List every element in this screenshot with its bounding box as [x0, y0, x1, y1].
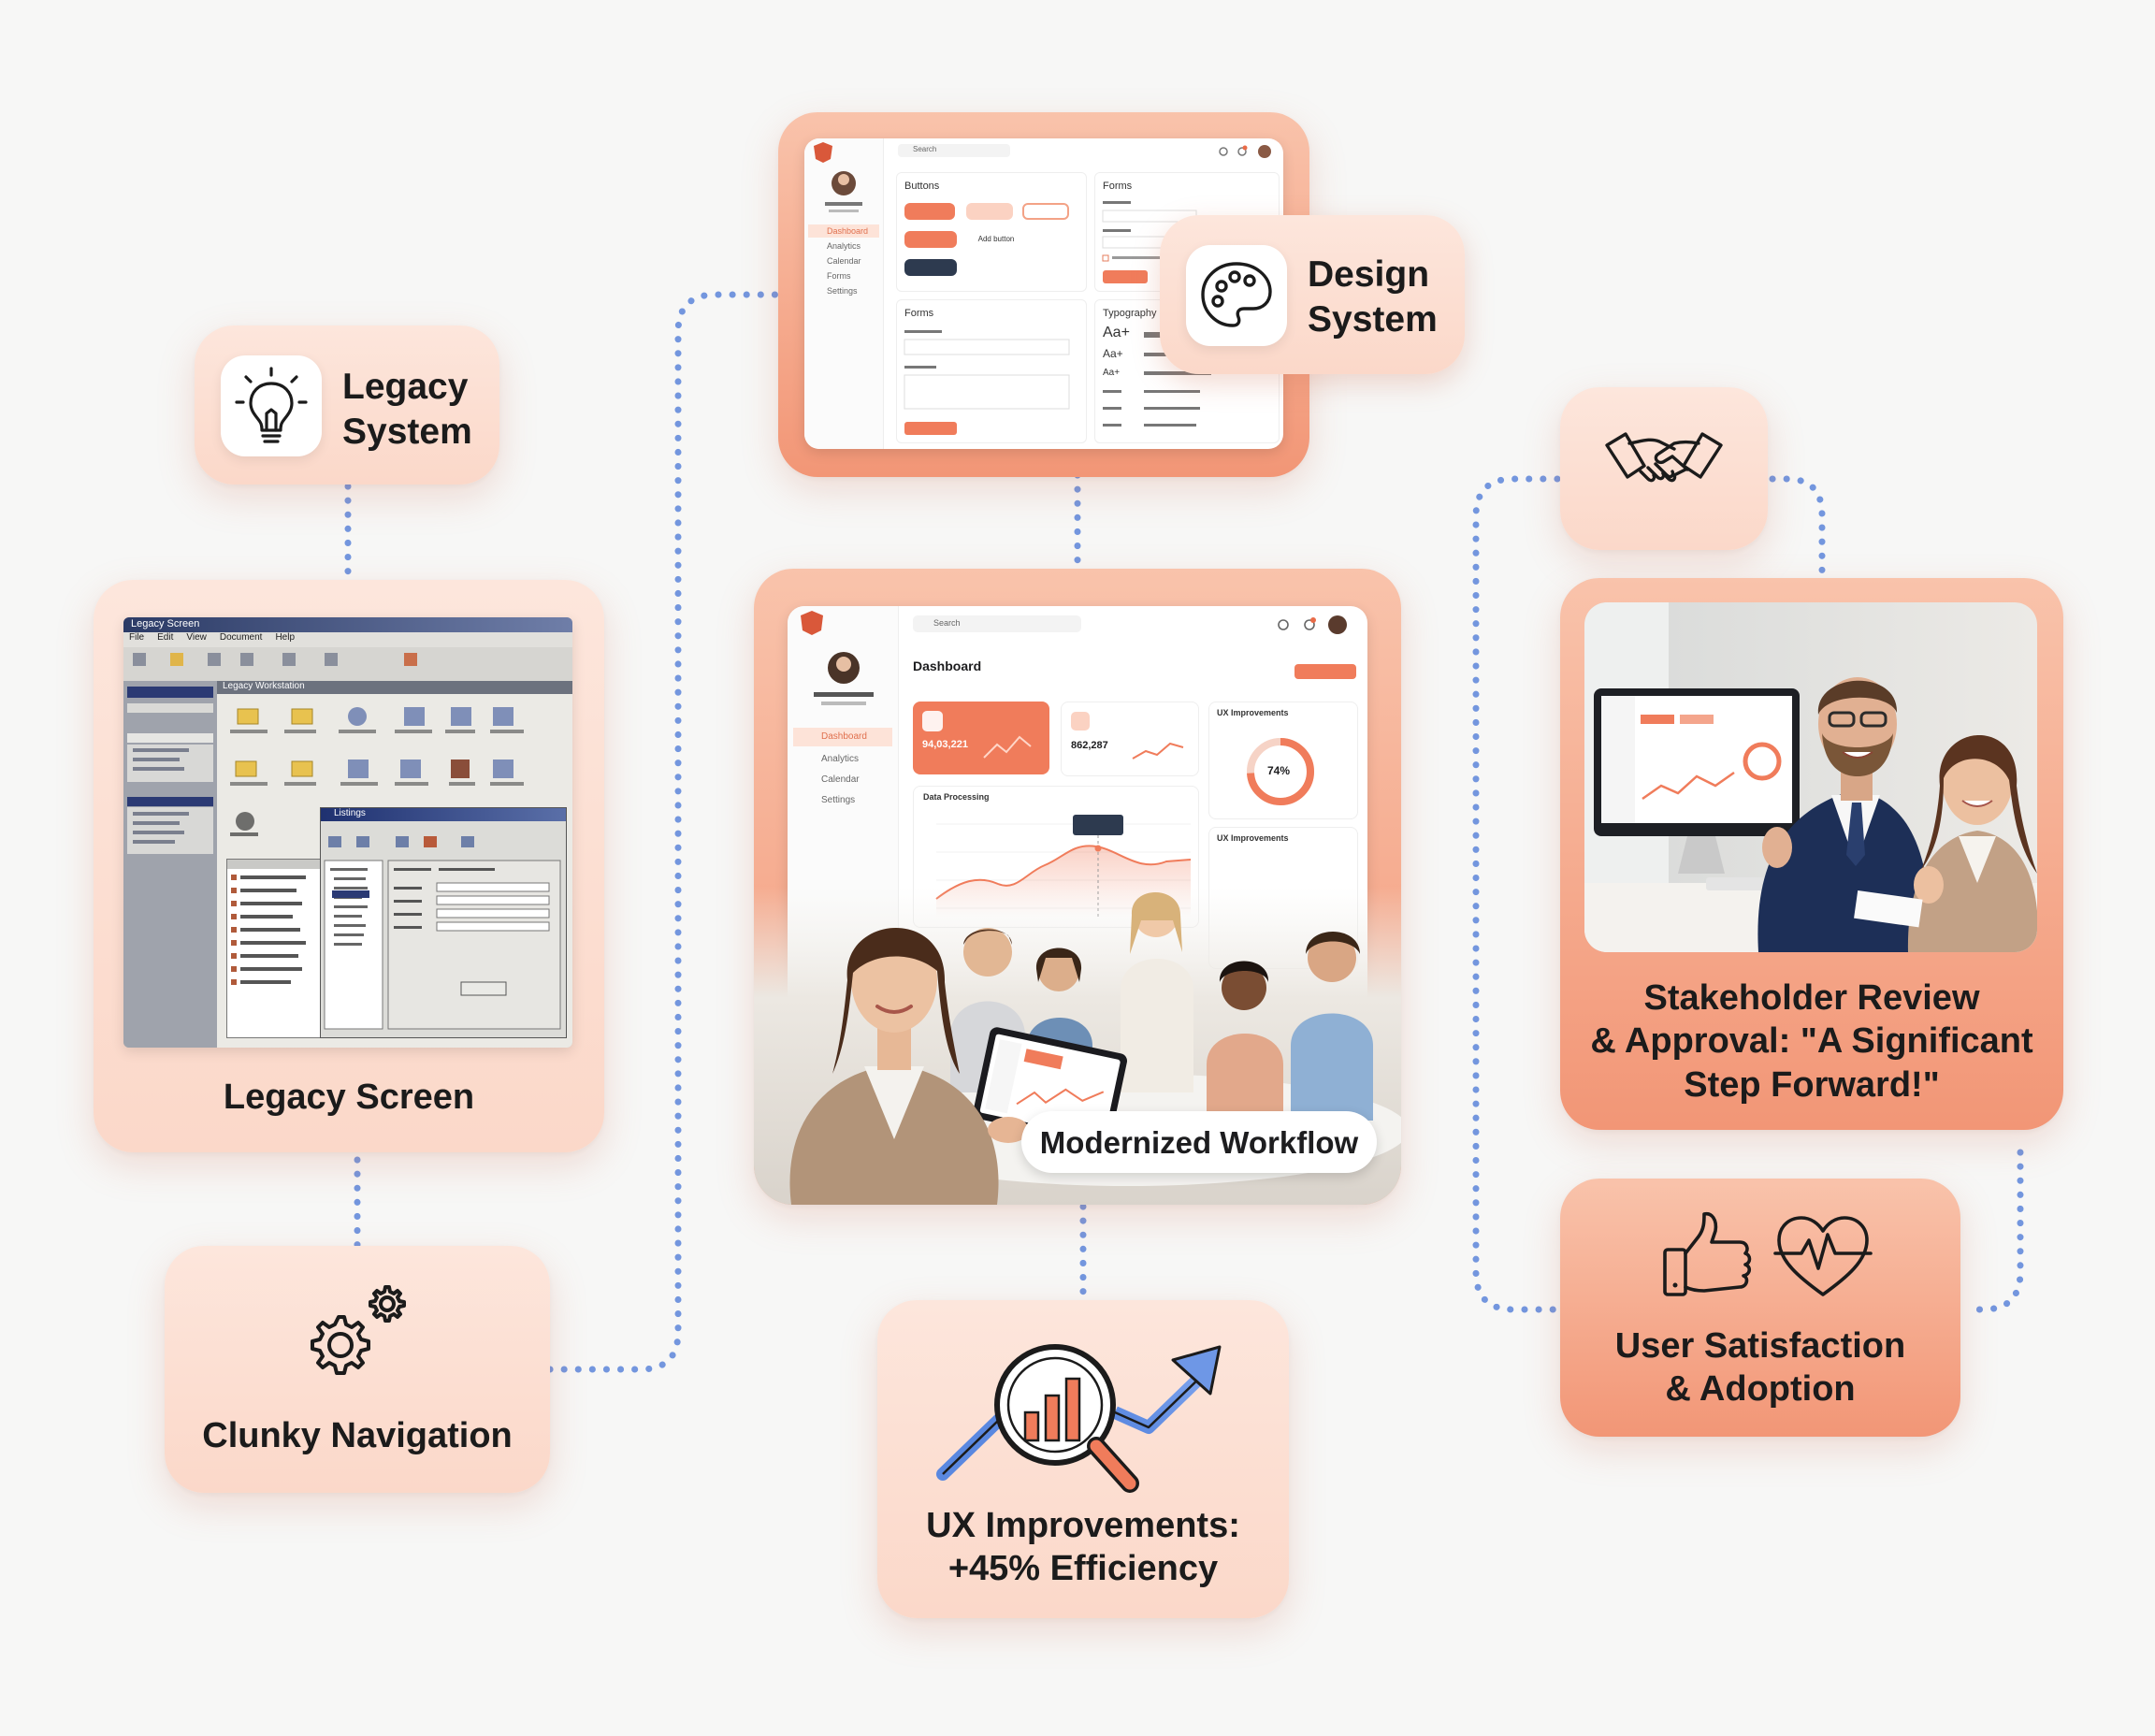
dash-sidebar-dashboard[interactable]: Dashboard [793, 728, 892, 746]
ds-primary-button[interactable] [904, 203, 955, 220]
stakeholder-review-card: Stakeholder Review & Approval: "A Signif… [1560, 578, 2063, 1130]
design-system-title: Design System [1308, 254, 1438, 340]
ds-dark-button[interactable] [904, 259, 957, 276]
legacy-dialog: Listings [320, 807, 567, 1038]
legacy-main-area: Legacy Workstation [217, 681, 572, 1048]
legacy-subwindow-bar: Legacy Workstation [217, 681, 572, 694]
legacy-system-card: Legacy System [195, 326, 499, 485]
clunky-navigation-card: Clunky Navigation [165, 1246, 550, 1493]
ds-type-sample-2: Aa+ [1103, 347, 1123, 360]
legacy-list-panel [226, 859, 322, 1038]
stakeholder-meeting-photo [1584, 602, 2037, 952]
design-system-label-card: Design System [1160, 215, 1465, 374]
modernized-workflow-caption: Modernized Workflow [1039, 1125, 1359, 1160]
ux-gauge-value: 74% [1267, 764, 1291, 777]
dash-title: Dashboard [913, 658, 982, 673]
design-system-icon-tile [1186, 245, 1287, 346]
ux-improvements-caption: UX Improvements: +45% Efficiency [926, 1506, 1240, 1589]
thumbs-up-icon [1663, 1211, 1752, 1296]
modernized-workflow-label: Modernized Workflow [1021, 1111, 1377, 1173]
ds-sidebar-calendar[interactable]: Calendar [827, 256, 861, 266]
legacy-subwindow-title: Legacy Workstation [223, 681, 305, 691]
ds-forms-heading: Forms [904, 308, 934, 319]
ds-search-input[interactable]: Search [898, 144, 1010, 157]
menu-document[interactable]: Document [219, 632, 263, 643]
dash-sidebar-calendar[interactable]: Calendar [821, 774, 860, 785]
data-chart-title: Data Processing [923, 792, 990, 802]
lightbulb-icon [235, 367, 308, 443]
handshake-card [1560, 387, 1768, 550]
legacy-screenshot: Legacy Screen File Edit View Document He… [123, 617, 572, 1048]
ds-type-sample-1: Aa+ [1103, 325, 1130, 340]
ux-improvements-card: UX Improvements: +45% Efficiency [877, 1300, 1289, 1618]
kpi-card-primary: 94,03,221 [913, 702, 1049, 774]
modernized-workflow-card: Dashboard Analytics Calendar Settings Se… [754, 569, 1401, 1205]
ds-typography-heading: Typography [1103, 308, 1157, 319]
legacy-screen-card: Legacy Screen File Edit View Document He… [94, 580, 604, 1152]
ds-type-sample-3: Aa+ [1103, 368, 1121, 378]
ds-buttons-panel: Buttons Add button [896, 172, 1087, 292]
heart-pulse-icon [1773, 1216, 1873, 1296]
ux-gauge-title: UX Improvements [1217, 708, 1289, 717]
ds-buttons-heading: Buttons [904, 181, 940, 192]
legacy-window-title: Legacy Screen [131, 618, 200, 629]
handshake-icon [1605, 432, 1723, 483]
ux-gauge-card: UX Improvements 74% [1208, 702, 1358, 819]
menu-view[interactable]: View [186, 632, 207, 643]
ds-sidebar-dashboard[interactable]: Dashboard [808, 224, 879, 238]
dash-sidebar-settings[interactable]: Settings [821, 795, 856, 805]
stakeholder-review-caption: Stakeholder Review & Approval: "A Signif… [1590, 978, 2033, 1105]
legacy-menu-bar: File Edit View Document Help [123, 632, 572, 647]
kpi-card-secondary: 862,287 [1061, 702, 1199, 776]
ds-sidebar-settings[interactable]: Settings [827, 286, 858, 296]
clunky-navigation-caption: Clunky Navigation [202, 1416, 513, 1455]
ds-forms-right-heading: Forms [1103, 181, 1133, 192]
ds-sidebar: Dashboard Analytics Calendar Forms Setti… [804, 138, 884, 449]
analytics-growth-icon [936, 1344, 1222, 1493]
ds-search-placeholder: Search [913, 145, 937, 153]
user-satisfaction-card: User Satisfaction & Adoption [1560, 1179, 1960, 1437]
user-satisfaction-caption: User Satisfaction & Adoption [1614, 1326, 1906, 1410]
kpi-value-2: 862,287 [1071, 740, 1108, 751]
ds-forms-panel: Forms [896, 299, 1087, 443]
legacy-screen-caption: Legacy Screen [223, 1078, 475, 1117]
legacy-dialog-title: Listings [334, 808, 366, 818]
palette-icon [1201, 262, 1272, 327]
menu-help[interactable]: Help [275, 632, 296, 643]
dash-sidebar-analytics[interactable]: Analytics [821, 754, 860, 764]
legacy-toolbar [123, 647, 572, 682]
legacy-left-pane [123, 681, 217, 1048]
gears-icon [311, 1285, 406, 1375]
ds-secondary-button[interactable] [966, 203, 1013, 220]
menu-file[interactable]: File [129, 632, 145, 643]
kpi-value-1: 94,03,221 [922, 739, 968, 750]
menu-edit[interactable]: Edit [157, 632, 174, 643]
legacy-title-bar: Legacy Screen [123, 617, 572, 632]
dash-search-input[interactable]: Search [913, 615, 1081, 632]
dash-search-placeholder: Search [933, 618, 961, 628]
ux-list-title: UX Improvements [1217, 833, 1289, 843]
ds-sidebar-forms[interactable]: Forms [827, 271, 851, 281]
ds-outline-button[interactable] [1022, 203, 1069, 220]
legacy-system-icon-tile [221, 355, 322, 456]
ds-header-icons [1219, 145, 1271, 158]
ds-add-button[interactable]: Add button [977, 235, 1015, 243]
dash-header-icons [1278, 615, 1347, 634]
dash-action-button[interactable] [1294, 664, 1356, 679]
ds-accent-button[interactable] [904, 231, 957, 248]
legacy-dialog-title-bar: Listings [321, 808, 566, 821]
ds-sidebar-analytics[interactable]: Analytics [827, 241, 861, 251]
legacy-system-title: Legacy System [342, 367, 472, 452]
